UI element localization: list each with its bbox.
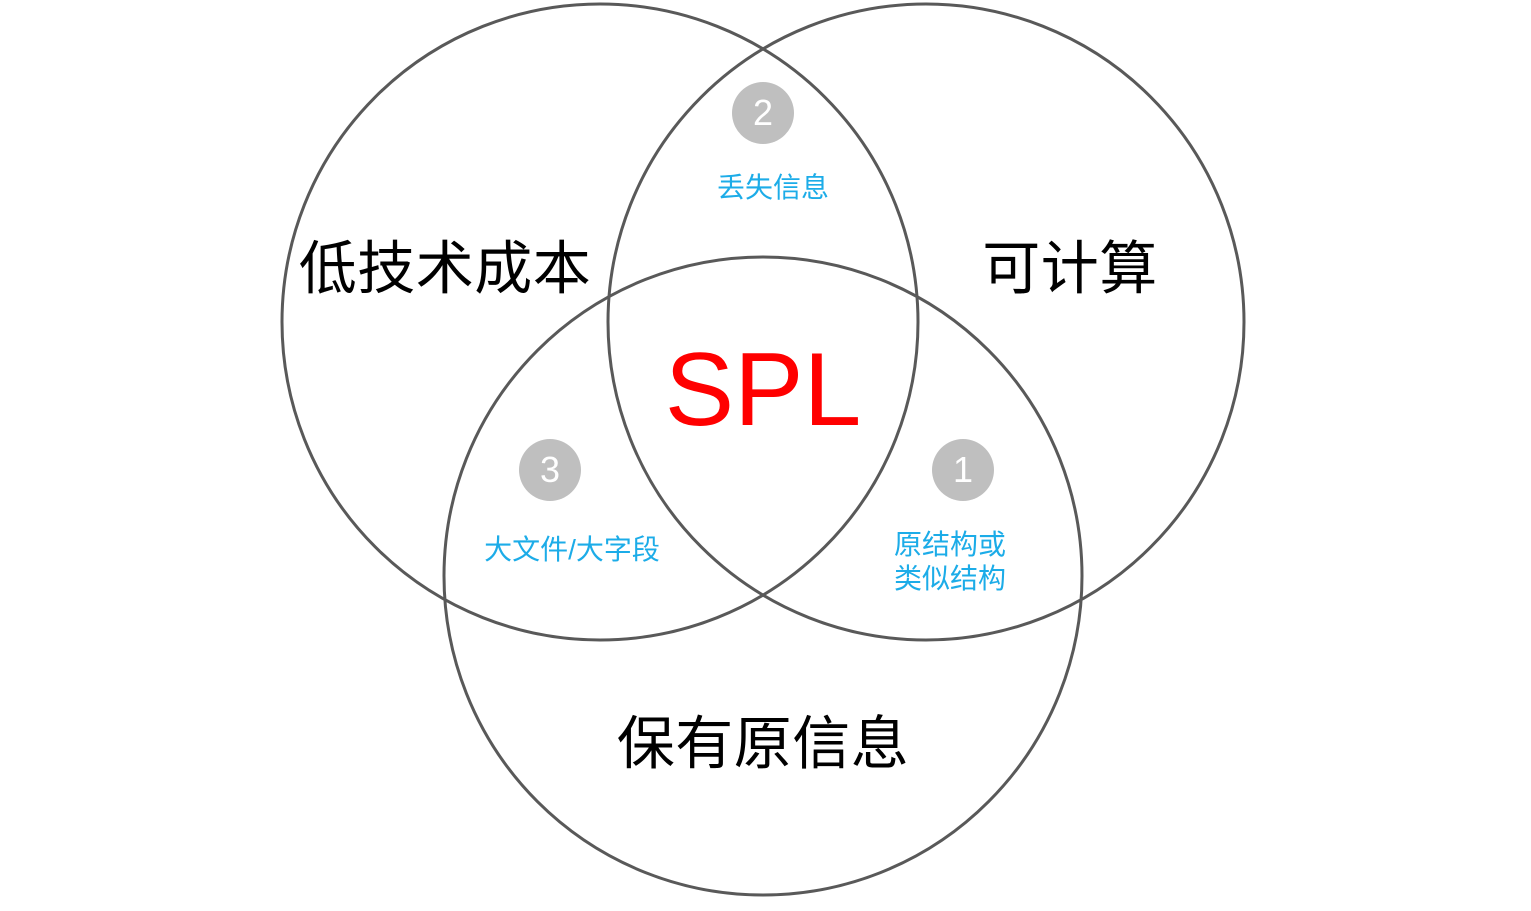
annotation-2-text: 丢失信息	[716, 171, 830, 203]
circle-computable	[606, 2, 1246, 642]
annotation-1-text: 原结构或 类似结构	[893, 528, 1007, 594]
center-label-spl: SPL	[664, 332, 862, 448]
badge-3: 3	[519, 439, 581, 501]
badge-1-number: 1	[952, 449, 974, 490]
set-title-low-tech-cost: 低技术成本	[298, 236, 592, 302]
set-title-computable: 可计算	[982, 236, 1158, 302]
set-title-retain-original-info: 保有原信息	[616, 711, 910, 777]
badge-2-number: 2	[752, 92, 774, 133]
badge-1: 1	[932, 439, 994, 501]
circle-low-tech-cost	[280, 2, 920, 642]
circle-retain-original-info	[442, 255, 1084, 897]
badge-2: 2	[732, 82, 794, 144]
badge-3-number: 3	[539, 449, 561, 490]
annotation-3-text: 大文件/大字段	[484, 533, 660, 565]
